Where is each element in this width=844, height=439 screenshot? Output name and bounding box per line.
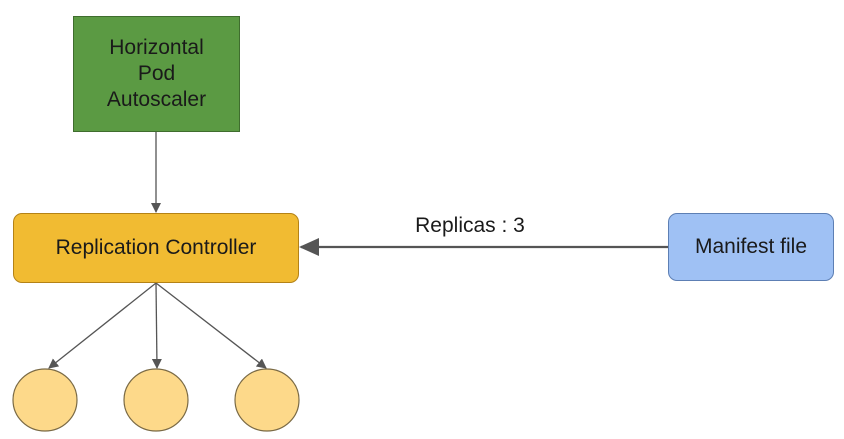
edge-rc-to-pod-3	[155, 282, 267, 369]
manifest-file-node: Manifest file	[668, 213, 834, 281]
edge-rc-to-pod-1	[48, 282, 157, 369]
pod-3	[234, 368, 300, 432]
horizontal-pod-autoscaler-node: Horizontal Pod Autoscaler	[73, 16, 240, 132]
replication-controller-node: Replication Controller	[13, 213, 299, 283]
pod-group	[12, 368, 300, 432]
edge-rc-to-pod-2	[151, 282, 162, 369]
pod-1	[12, 368, 78, 432]
replicas-edge-label: Replicas : 3	[415, 214, 525, 237]
pod-2	[123, 368, 189, 432]
